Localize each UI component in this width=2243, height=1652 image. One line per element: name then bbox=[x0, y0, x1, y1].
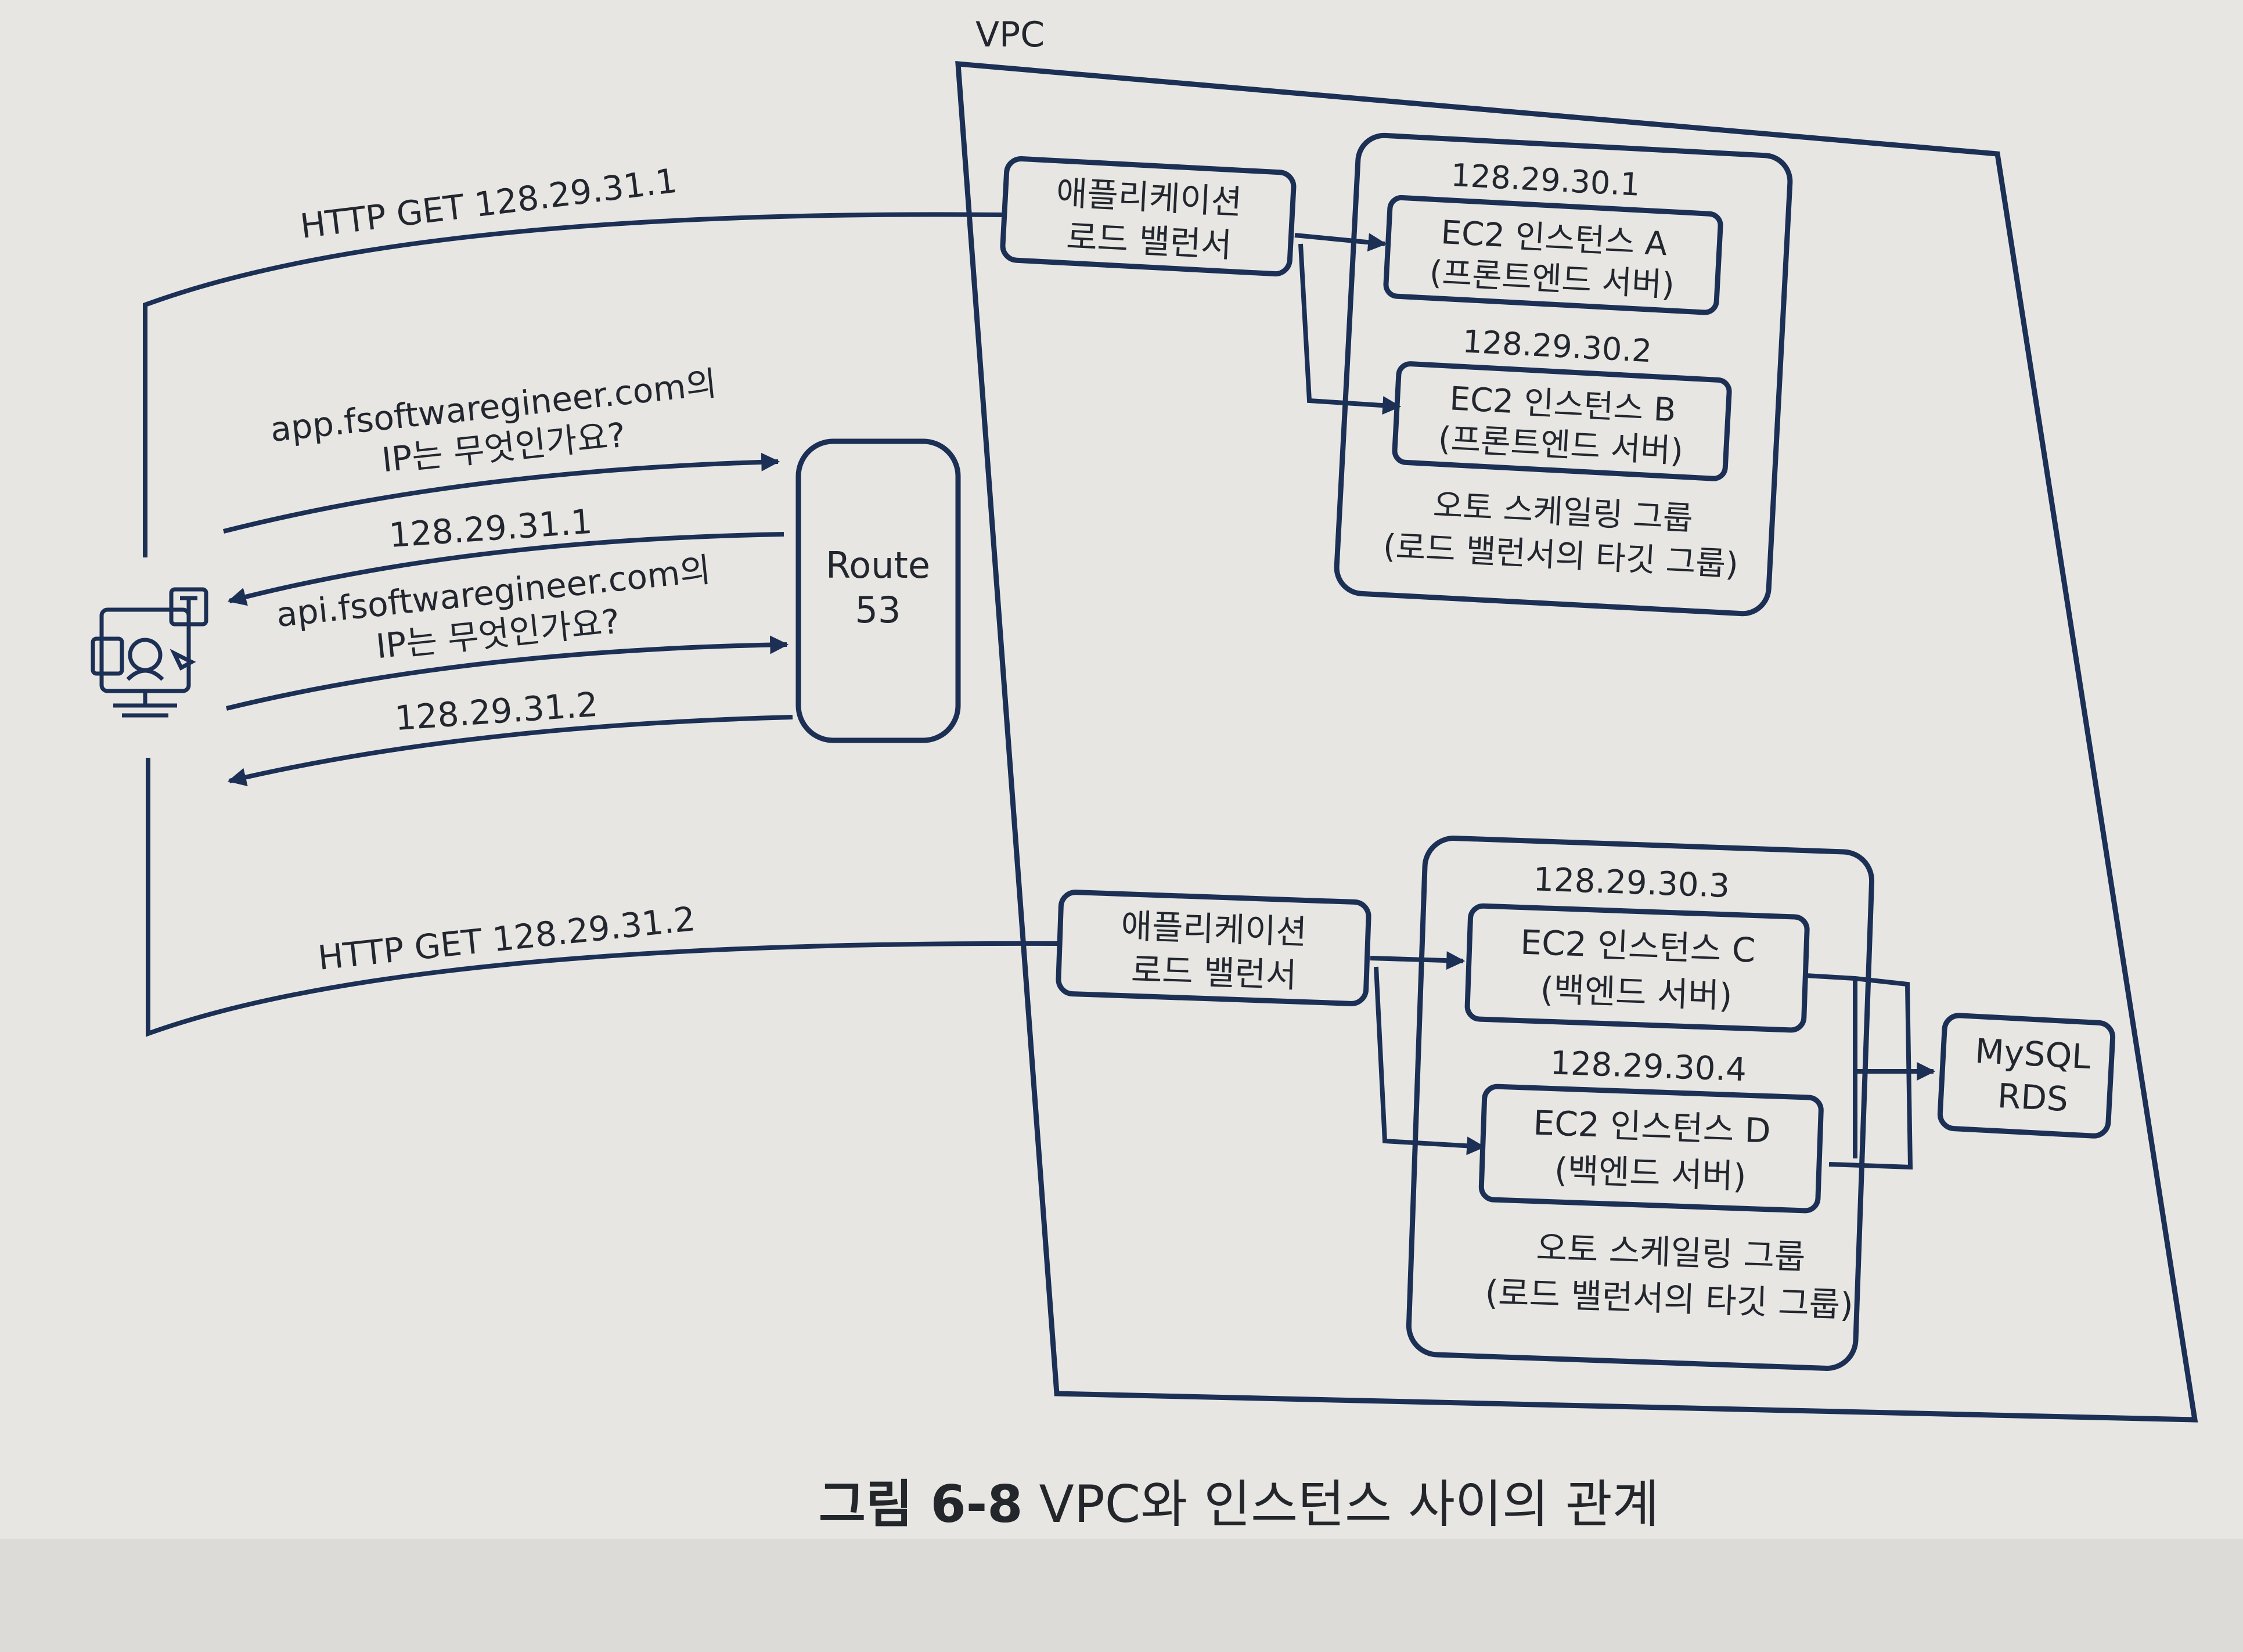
auto-scaling-group-label: 오토 스케일링 그룹 bbox=[1432, 487, 1694, 538]
ec2-instance-box bbox=[1383, 195, 1723, 315]
ec2-instance-role: (백엔드 서버) bbox=[1540, 970, 1733, 1016]
auto-scaling-group-label: 오토 스케일링 그룹 bbox=[1536, 1228, 1806, 1277]
dns-answer-arrow bbox=[227, 532, 784, 606]
load-balancer-label: 로드 밸런서 bbox=[1130, 950, 1297, 995]
auto-scaling-group-box bbox=[1334, 132, 1793, 617]
load-balancer-box bbox=[1056, 890, 1371, 1006]
load-balancer-box bbox=[1000, 156, 1297, 277]
lb-to-instance-arrow bbox=[1294, 233, 1387, 252]
instance-ip: 128.29.30.4 bbox=[1549, 1044, 1747, 1089]
user-computer-icon bbox=[91, 587, 208, 718]
instance-ip: 128.29.30.2 bbox=[1461, 323, 1652, 369]
instance-to-db-arrow bbox=[1853, 978, 1934, 1158]
auto-scaling-group-box bbox=[1406, 836, 1875, 1371]
database-box bbox=[1937, 1013, 2116, 1139]
vpc-boundary bbox=[955, 61, 2198, 1423]
lb-to-instance-arrow bbox=[1370, 951, 1466, 970]
figure-caption-text: VPC와 인스턴스 사이의 관계 bbox=[1023, 1474, 1659, 1534]
ec2-instance-role: (백엔드 서버) bbox=[1554, 1150, 1747, 1196]
ec2-instance-name: EC2 인스턴스 C bbox=[1520, 923, 1756, 970]
database-label: MySQL bbox=[1974, 1031, 2091, 1077]
figure-caption: 그림 6-8 VPC와 인스턴스 사이의 관계 bbox=[819, 1463, 1659, 1537]
load-balancer-label: 애플리케이션 bbox=[1121, 906, 1308, 952]
database-label: RDS bbox=[1996, 1076, 2069, 1119]
instance-ip: 128.29.30.3 bbox=[1532, 861, 1730, 905]
route53-label: Route bbox=[826, 544, 930, 586]
figure-number: 그림 6-8 bbox=[819, 1474, 1023, 1534]
load-balancer-label: 로드 밸런서 bbox=[1065, 217, 1233, 265]
dns-query-arrow bbox=[223, 452, 780, 534]
http-request-line bbox=[146, 758, 1060, 1037]
route53-box bbox=[795, 438, 961, 743]
lb-to-instance-arrow bbox=[1298, 243, 1402, 415]
instance-to-db-line bbox=[1805, 973, 1913, 1170]
route53-label: 53 bbox=[855, 589, 901, 631]
lb-to-instance-arrow bbox=[1374, 966, 1486, 1156]
http-request-line bbox=[143, 212, 1005, 557]
auto-scaling-group-label: (로드 밸런서의 타깃 그룹) bbox=[1485, 1273, 1854, 1325]
dns-answer-arrow bbox=[227, 715, 793, 787]
instance-ip: 128.29.30.1 bbox=[1450, 157, 1641, 203]
dns-query-arrow bbox=[226, 635, 789, 711]
load-balancer-label: 애플리케이션 bbox=[1055, 173, 1243, 222]
ec2-instance-box bbox=[1464, 903, 1810, 1033]
ec2-instance-name: EC2 인스턴스 D bbox=[1533, 1103, 1772, 1150]
vpc-label: VPC bbox=[975, 15, 1045, 55]
